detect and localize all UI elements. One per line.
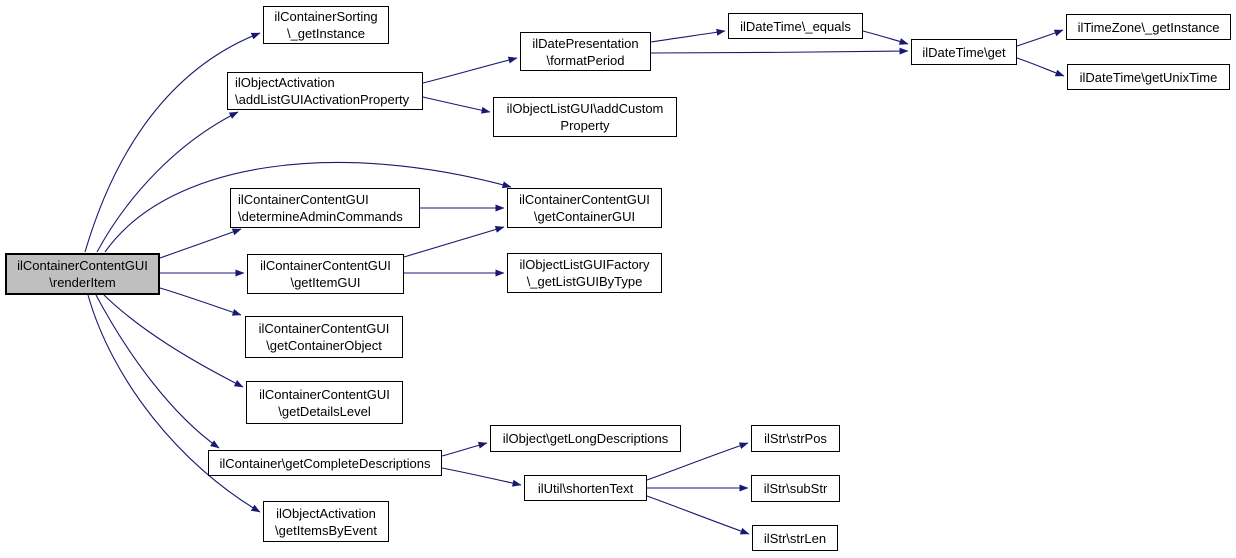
node-strPos-label: ilStr\strPos bbox=[764, 431, 827, 446]
node-timeZone_getInstance[interactable]: ilTimeZone\_getInstance bbox=[1066, 14, 1231, 40]
node-renderItem: ilContainerContentGUI \renderItem bbox=[5, 253, 160, 295]
node-getCompleteDescriptions[interactable]: ilContainer\getCompleteDescriptions bbox=[208, 450, 442, 476]
edge-renderItem-determineAdminCommands bbox=[159, 228, 242, 259]
edge-addListGUIActivationProperty-addCustomProperty bbox=[422, 96, 491, 114]
edge-formatPeriod-dateTime_get bbox=[650, 47, 909, 55]
edge-shortenText-strPos bbox=[646, 442, 749, 481]
edge-getItemGUI-getContainerGUI bbox=[403, 226, 505, 258]
node-getContainerObject[interactable]: ilContainerContentGUI \getContainerObjec… bbox=[245, 316, 403, 358]
edge-getCompleteDescriptions-shortenText bbox=[441, 467, 522, 487]
node-subStr[interactable]: ilStr\subStr bbox=[751, 475, 840, 502]
node-dateTime_get[interactable]: ilDateTime\get bbox=[911, 39, 1017, 65]
node-getDetailsLevel[interactable]: ilContainerContentGUI \getDetailsLevel bbox=[246, 381, 403, 424]
node-getItemGUI-label: ilContainerContentGUI \getItemGUI bbox=[260, 258, 391, 290]
node-getDetailsLevel-label: ilContainerContentGUI \getDetailsLevel bbox=[259, 386, 390, 419]
node-getLongDescriptions[interactable]: ilObject\getLongDescriptions bbox=[490, 425, 681, 452]
node-getListGUIByType[interactable]: ilObjectListGUIFactory \_getListGUIByTyp… bbox=[507, 253, 662, 293]
node-getContainerGUI[interactable]: ilContainerContentGUI \getContainerGUI bbox=[507, 188, 662, 228]
edge-dateTime_get-timeZone_getInstance bbox=[1016, 29, 1064, 47]
node-getLongDescriptions-label: ilObject\getLongDescriptions bbox=[502, 431, 669, 446]
edge-renderItem-getContainerObject bbox=[159, 287, 242, 316]
node-determineAdminCommands-label: ilContainerContentGUI \determineAdminCom… bbox=[238, 192, 403, 224]
node-determineAdminCommands[interactable]: ilContainerContentGUI \determineAdminCom… bbox=[230, 188, 420, 228]
node-strLen[interactable]: ilStr\strLen bbox=[752, 525, 838, 551]
edge-getCompleteDescriptions-getLongDescriptions bbox=[441, 441, 488, 457]
node-formatPeriod[interactable]: ilDatePresentation \formatPeriod bbox=[520, 32, 651, 71]
edge-renderItem-containerSorting_getInstance bbox=[84, 32, 261, 253]
node-getItemGUI[interactable]: ilContainerContentGUI \getItemGUI bbox=[247, 254, 404, 294]
node-dateTime_equals-label: ilDateTime\_equals bbox=[740, 18, 851, 34]
node-getCompleteDescriptions-label: ilContainer\getCompleteDescriptions bbox=[219, 455, 431, 471]
node-getItemsByEvent-label: ilObjectActivation \getItemsByEvent bbox=[275, 505, 377, 538]
node-strLen-label: ilStr\strLen bbox=[763, 530, 827, 546]
edge-renderItem-getContainerGUI bbox=[104, 161, 512, 253]
node-containerSorting_getInstance-label: ilContainerSorting \_getInstance bbox=[274, 9, 378, 41]
node-timeZone_getInstance-label: ilTimeZone\_getInstance bbox=[1077, 19, 1220, 35]
edge-addListGUIActivationProperty-formatPeriod bbox=[422, 56, 518, 84]
edge-shortenText-strLen bbox=[646, 495, 750, 535]
node-formatPeriod-label: ilDatePresentation \formatPeriod bbox=[532, 35, 639, 68]
node-getContainerGUI-label: ilContainerContentGUI \getContainerGUI bbox=[519, 192, 650, 224]
edge-dateTime_get-dateTime_getUnixTime bbox=[1016, 57, 1065, 77]
node-renderItem-label: ilContainerContentGUI \renderItem bbox=[17, 258, 148, 290]
node-getListGUIByType-label: ilObjectListGUIFactory \_getListGUIByTyp… bbox=[519, 257, 650, 289]
node-subStr-label: ilStr\subStr bbox=[763, 481, 828, 496]
edge-dateTime_equals-dateTime_get bbox=[862, 30, 909, 45]
node-getContainerObject-label: ilContainerContentGUI \getContainerObjec… bbox=[258, 321, 390, 353]
edge-renderItem-addListGUIActivationProperty bbox=[96, 111, 239, 253]
node-shortenText-label: ilUtil\shortenText bbox=[537, 480, 634, 496]
node-shortenText[interactable]: ilUtil\shortenText bbox=[524, 475, 647, 501]
edge-renderItem-getItemsByEvent bbox=[87, 294, 261, 513]
node-addListGUIActivationProperty[interactable]: ilObjectActivation \addListGUIActivation… bbox=[227, 72, 423, 110]
node-addCustomProperty-label: ilObjectListGUI\addCustom Property bbox=[506, 101, 664, 133]
node-strPos[interactable]: ilStr\strPos bbox=[751, 425, 840, 452]
node-addCustomProperty[interactable]: ilObjectListGUI\addCustom Property bbox=[493, 97, 677, 137]
edge-renderItem-getCompleteDescriptions bbox=[95, 294, 220, 449]
node-dateTime_equals[interactable]: ilDateTime\_equals bbox=[728, 13, 863, 39]
edge-renderItem-getDetailsLevel bbox=[103, 294, 244, 388]
node-containerSorting_getInstance[interactable]: ilContainerSorting \_getInstance bbox=[263, 6, 389, 44]
node-addListGUIActivationProperty-label: ilObjectActivation \addListGUIActivation… bbox=[235, 75, 410, 107]
node-getItemsByEvent[interactable]: ilObjectActivation \getItemsByEvent bbox=[263, 501, 389, 542]
node-dateTime_getUnixTime[interactable]: ilDateTime\getUnixTime bbox=[1067, 64, 1230, 90]
edge-formatPeriod-dateTime_equals bbox=[650, 28, 726, 43]
node-dateTime_getUnixTime-label: ilDateTime\getUnixTime bbox=[1079, 69, 1218, 85]
node-dateTime_get-label: ilDateTime\get bbox=[922, 44, 1006, 60]
